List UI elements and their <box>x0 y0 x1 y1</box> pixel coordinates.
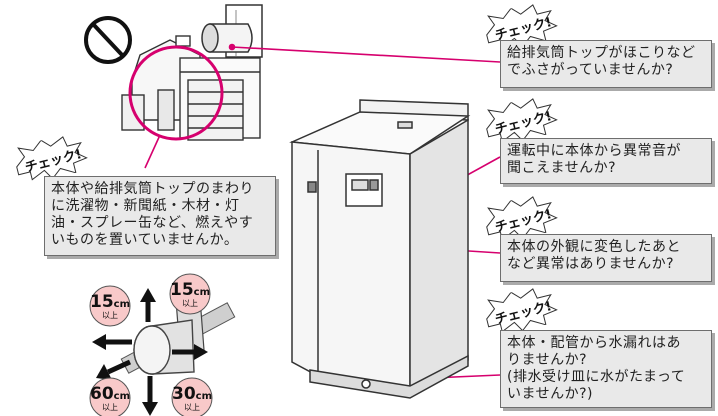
burst-icon <box>16 136 88 181</box>
water-heater-unit <box>289 99 471 399</box>
clearance-label-left-top: 15cm 以上 <box>90 292 131 320</box>
prohibited-icon <box>84 16 132 64</box>
check-tag: チェック! <box>486 196 558 241</box>
callout-abnormal-noise: 運転中に本体から異常音が 聞こえませんか? <box>500 138 712 184</box>
clutter-illustration <box>121 35 261 141</box>
clearance-label-bottom: 30cm 以上 <box>172 384 213 412</box>
callout-discoloration: 本体の外観に変色したあと など異常はありませんか? <box>500 234 712 282</box>
check-tag: チェック! <box>16 136 88 181</box>
check-tag: チェック! <box>486 288 558 333</box>
clearance-bubbles <box>89 273 213 416</box>
callout-water-leak: 本体・配管から水漏れはあ りませんか? (排水受け皿に水がたまって いませんか?… <box>500 330 712 408</box>
clearance-label-front: 60cm 以上 <box>90 384 131 412</box>
check-tag: チェック! <box>486 98 558 143</box>
callout-flammables: 本体や給排気筒トップのまわり に洗濯物・新聞紙・木材・灯 油・スプレー缶など、燃… <box>44 176 276 256</box>
clearance-arrows <box>92 288 210 416</box>
highlight-ring <box>128 45 224 141</box>
callout-exhaust-top: 給排気筒トップがほこりなど でふさがっていませんか? <box>500 40 712 88</box>
clearance-label-right-top: 15cm 以上 <box>170 280 211 308</box>
check-tag: チェック! <box>486 4 558 49</box>
